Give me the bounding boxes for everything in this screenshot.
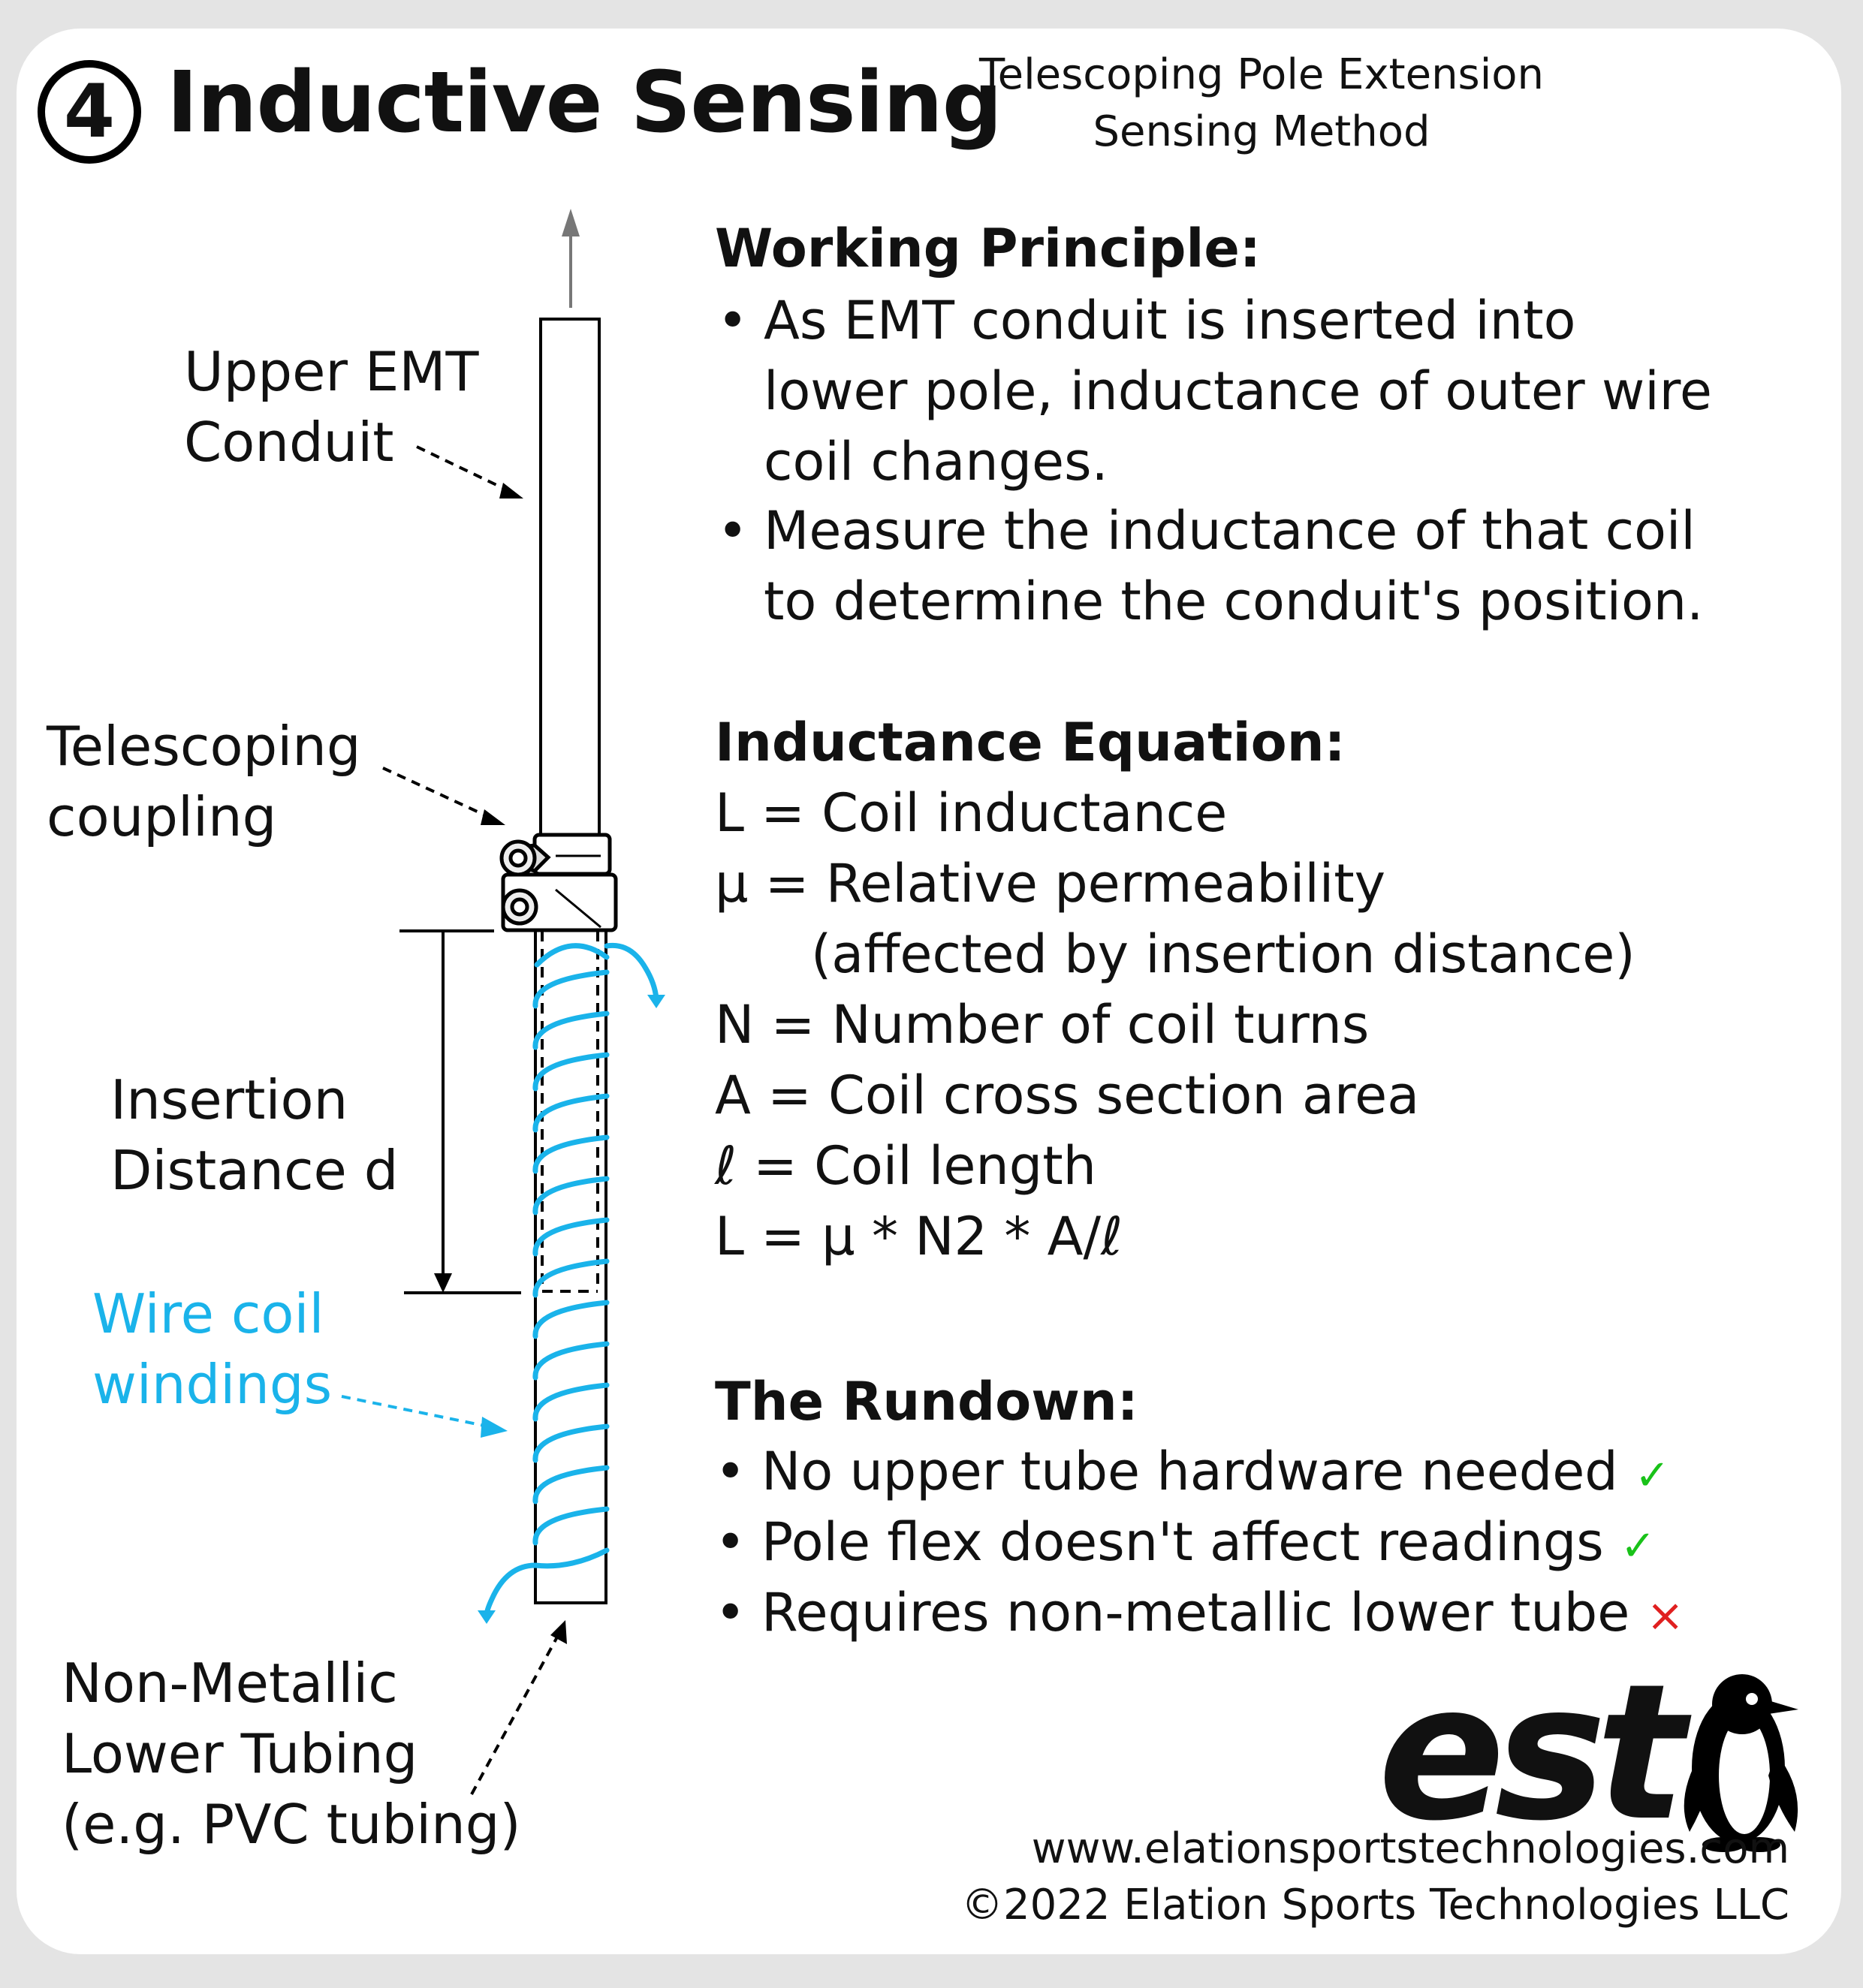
- page-title: Inductive Sensing: [167, 54, 1002, 152]
- penguin-icon: [1684, 1674, 1798, 1852]
- equation-line-mu-note: (affected by insertion distance): [811, 923, 1635, 985]
- working-principle-heading: Working Principle:: [715, 218, 1261, 279]
- check-icon: ✓: [1620, 1522, 1656, 1571]
- inductance-equation-heading: Inductance Equation:: [715, 712, 1346, 773]
- label-lower-tubing-line1: Non-Metallic: [62, 1652, 398, 1715]
- equation-line-mu: μ = Relative permeability: [715, 853, 1386, 914]
- upper-conduit-tube: [539, 318, 601, 846]
- step-number-badge: 4: [38, 60, 141, 164]
- principle-bullet-1-line1: As EMT conduit is inserted into: [764, 290, 1576, 351]
- est-logo: est: [1378, 1643, 1686, 1862]
- label-upper-conduit-line2: Conduit: [184, 411, 394, 474]
- label-lower-tubing-line2: Lower Tubing: [62, 1722, 418, 1785]
- bullet-dot: •: [717, 290, 749, 351]
- label-lower-tubing-line3: (e.g. PVC tubing): [62, 1793, 521, 1856]
- label-coil-line2: windings: [92, 1353, 333, 1416]
- label-wire-coil: Wire coil windings: [92, 1279, 332, 1420]
- principle-bullet-1-line2: lower pole, inductance of outer wire: [764, 360, 1712, 422]
- page-subtitle: Telescoping Pole Extension Sensing Metho…: [978, 50, 1545, 156]
- label-upper-conduit: Upper EMT Conduit: [184, 336, 478, 477]
- label-insertion-line1: Insertion: [110, 1068, 348, 1131]
- principle-bullet-1-line3: coil changes.: [764, 431, 1108, 492]
- rundown-item-1-text: No upper tube hardware needed: [761, 1441, 1618, 1502]
- leader-coil: [341, 1395, 508, 1438]
- label-coupling-line1: Telescoping: [47, 715, 361, 778]
- label-insertion-distance: Insertion Distance d: [110, 1065, 398, 1206]
- up-arrow-icon: [562, 209, 580, 308]
- leader-coupling: [382, 767, 505, 825]
- principle-bullet-2-line2: to determine the conduit's position.: [764, 571, 1704, 632]
- principle-bullet-2-line1: Measure the inductance of that coil: [764, 500, 1696, 562]
- label-upper-conduit-line1: Upper EMT: [184, 340, 479, 403]
- principle-bullet-2-text: Measure the inductance of that coil to d…: [764, 495, 1703, 637]
- rundown-item-3-text: Requires non-metallic lower tube: [761, 1582, 1630, 1643]
- equation-formula: L = μ * N2 * A/ℓ: [715, 1206, 1123, 1267]
- bullet-dot: •: [715, 1511, 746, 1573]
- rundown-item-2-content: Pole flex doesn't affect readings ✓: [761, 1507, 1656, 1582]
- bullet-dot: •: [715, 1441, 746, 1502]
- telescoping-coupling: [499, 833, 618, 932]
- bullet-dot: •: [717, 500, 749, 562]
- equation-line-L: L = Coil inductance: [715, 782, 1228, 844]
- card-background: [17, 29, 1841, 1954]
- rundown-item-3-content: Requires non-metallic lower tube ×: [761, 1577, 1684, 1651]
- equation-line-N: N = Number of coil turns: [715, 994, 1370, 1056]
- principle-bullet-1-text: As EMT conduit is inserted into lower po…: [764, 285, 1712, 497]
- equation-line-l: ℓ = Coil length: [715, 1135, 1097, 1197]
- wire-coil-windings: [478, 942, 665, 1624]
- label-insertion-line2: Distance d: [110, 1139, 399, 1202]
- rundown-item-1-content: No upper tube hardware needed ✓: [761, 1436, 1670, 1511]
- step-number: 4: [63, 69, 116, 155]
- label-coupling: Telescoping coupling: [47, 711, 361, 852]
- label-coil-line1: Wire coil: [92, 1282, 324, 1345]
- cross-icon: ×: [1646, 1589, 1684, 1642]
- leader-lower-tubing: [470, 1620, 567, 1795]
- leader-upper-conduit: [416, 445, 523, 499]
- footer-copyright: ©2022 Elation Sports Technologies LLC: [961, 1881, 1789, 1929]
- rundown-heading: The Rundown:: [715, 1371, 1138, 1432]
- footer-website[interactable]: www.elationsportstechnologies.com: [1031, 1824, 1789, 1873]
- check-icon: ✓: [1634, 1451, 1670, 1500]
- rundown-item-2-text: Pole flex doesn't affect readings: [761, 1511, 1604, 1573]
- label-lower-tubing: Non-Metallic Lower Tubing (e.g. PVC tubi…: [62, 1648, 521, 1860]
- bullet-dot: •: [715, 1582, 746, 1643]
- label-coupling-line2: coupling: [47, 785, 277, 848]
- equation-line-A: A = Coil cross section area: [715, 1065, 1420, 1126]
- insertion-distance-dimension: [399, 929, 521, 1294]
